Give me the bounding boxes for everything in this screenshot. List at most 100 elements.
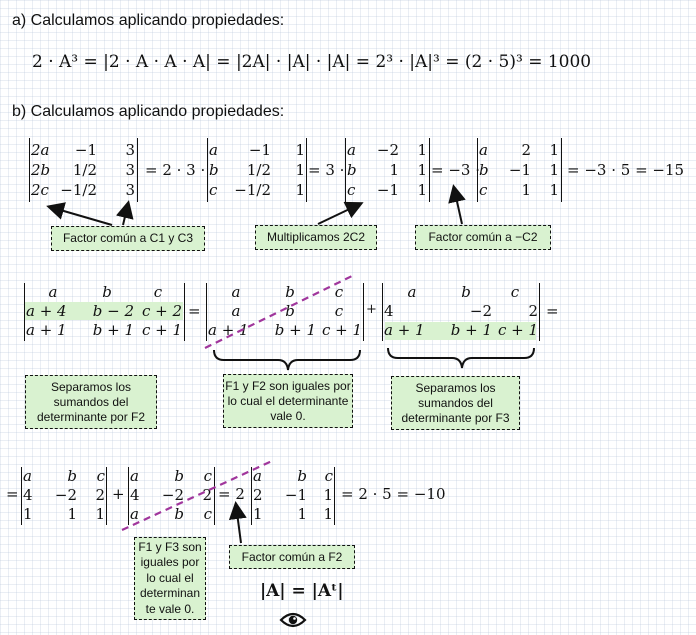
- matrix-cell: c: [203, 505, 212, 523]
- matrix-cell: −1: [74, 141, 97, 159]
- matrix-cell: a: [231, 302, 241, 320]
- matrix-cell: b: [102, 283, 112, 301]
- matrix-cell: b: [209, 161, 219, 179]
- matrix-cell: −1: [508, 161, 531, 179]
- matrix-cell: b: [479, 161, 489, 179]
- matrix-cell: a: [253, 467, 262, 485]
- brace-m7: [387, 347, 535, 369]
- matrix-cell: b: [174, 467, 184, 485]
- matrix-cell: c: [347, 181, 356, 199]
- highlight-f2-m5: [25, 302, 183, 320]
- matrix-cell: c: [510, 283, 520, 301]
- row2-plus: +: [366, 302, 377, 317]
- matrix-cell: 1: [323, 505, 333, 523]
- matrix-cell: 1: [323, 486, 333, 504]
- arrow-factor-f2: [228, 501, 247, 544]
- note-multiplicamos-2c2: Multiplicamos 2C2: [255, 225, 377, 250]
- equals-neg3: = −3 ·: [431, 161, 480, 179]
- note-separamos-f2: Separamos los sumandos del determinante …: [25, 375, 157, 429]
- matrix-cell: a: [407, 283, 417, 301]
- matrix-cell: 2c: [31, 181, 49, 199]
- brace-m6: [213, 349, 361, 371]
- matrix-cell: 1: [389, 161, 399, 179]
- strike-m6: [204, 275, 353, 349]
- matrix-cell: −2: [161, 486, 184, 504]
- eye-icon[interactable]: [279, 610, 307, 630]
- matrix-cell: −2: [54, 486, 77, 504]
- matrix-cell: 2: [253, 486, 263, 504]
- note-factor-neg-c2: Factor común a −C2: [415, 225, 551, 250]
- matrix-cell: 1: [253, 505, 263, 523]
- matrix-cell: 1: [549, 141, 559, 159]
- matrix-cell: 1/2: [246, 161, 271, 179]
- matrix-cell: 2: [95, 486, 105, 504]
- matrix-cell: b − 2: [92, 302, 134, 320]
- matrix-cell: c: [203, 467, 212, 485]
- matrix-cell: a + 1: [26, 321, 67, 339]
- part-b-heading: b) Calculamos aplicando propiedades:: [12, 103, 285, 120]
- arrow-to-neg3: [448, 184, 466, 225]
- matrix-cell: 1: [549, 181, 559, 199]
- matrix-cell: c: [153, 283, 163, 301]
- matrix-cell: c + 2: [141, 302, 182, 320]
- matrix-cell: a: [130, 467, 139, 485]
- matrix-cell: −1: [376, 181, 399, 199]
- matrix-cell: c: [334, 302, 344, 320]
- row3-plus: +: [112, 485, 125, 503]
- matrix-cell: a: [347, 141, 356, 159]
- matrix-cell: a: [479, 141, 488, 159]
- matrix-cell: c: [96, 467, 105, 485]
- transpose-property: |A| = |Aᵗ|: [260, 581, 344, 601]
- matrix-cell: −2: [469, 302, 492, 320]
- matrix-cell: 1: [417, 141, 427, 159]
- note-f1-f2-iguales: F1 y F2 son iguales por lo cual el deter…: [223, 374, 353, 428]
- note-f1-f3-iguales: F1 y F3 son iguales por lo cual el deter…: [134, 537, 206, 620]
- matrix-cell: 3: [125, 161, 135, 179]
- matrix-cell: 4: [23, 486, 33, 504]
- matrix-cell: c: [479, 181, 488, 199]
- matrix-cell: b: [285, 302, 295, 320]
- matrix-cell: b + 1: [92, 321, 134, 339]
- matrix-cell: −1/2: [234, 181, 271, 199]
- equals-2-3: = 2 · 3 ·: [145, 161, 206, 179]
- matrix-cell: 2: [528, 302, 538, 320]
- matrix-cell: −2: [376, 141, 399, 159]
- matrix-cell: a: [23, 467, 32, 485]
- row2-equals: =: [188, 302, 201, 320]
- matrix-cell: 4: [384, 302, 394, 320]
- matrix-cell: −1/2: [60, 181, 97, 199]
- matrix-cell: 2b: [31, 161, 51, 179]
- highlight-f3-m7: [385, 322, 536, 340]
- matrix-cell: c + 1: [321, 321, 362, 339]
- matrix-cell: a + 1: [208, 321, 249, 339]
- matrix-cell: −1: [248, 141, 271, 159]
- matrix-cell: b: [174, 505, 184, 523]
- arrow-to-c3: [116, 200, 134, 226]
- matrix-cell: 1: [297, 505, 307, 523]
- matrix-cell: c: [209, 181, 218, 199]
- matrix-cell: 2a: [31, 141, 50, 159]
- matrix-cell: 2: [202, 486, 212, 504]
- matrix-cell: c + 1: [141, 321, 182, 339]
- matrix-cell: b: [285, 283, 295, 301]
- arrow-to-c1: [46, 202, 113, 226]
- matrix-cell: 1: [95, 505, 105, 523]
- matrix-cell: 1: [295, 181, 305, 199]
- matrix-cell: b: [347, 161, 357, 179]
- matrix-cell: 1: [417, 181, 427, 199]
- note-separamos-f3: Separamos los sumandos del determinante …: [391, 376, 520, 430]
- part-a-equation: 2 · A³ = |2 · A · A · A| = |2A| · |A| · …: [32, 52, 592, 72]
- note-factor-f2: Factor común a F2: [229, 545, 355, 569]
- strike-m9: [121, 460, 273, 531]
- matrix-cell: a: [231, 283, 241, 301]
- matrix-cell: c + 1: [497, 321, 538, 339]
- matrix-cell: 1: [295, 141, 305, 159]
- matrix-cell: 3: [125, 181, 135, 199]
- matrix-cell: a: [130, 505, 139, 523]
- matrix-cell: c: [324, 467, 333, 485]
- note-factor-c1-c3: Factor común a C1 y C3: [51, 226, 205, 251]
- row3-equals-start: =: [6, 485, 19, 503]
- arrow-to-c2: [317, 201, 364, 225]
- row2-equals-end: =: [546, 302, 559, 320]
- matrix-cell: 1: [67, 505, 77, 523]
